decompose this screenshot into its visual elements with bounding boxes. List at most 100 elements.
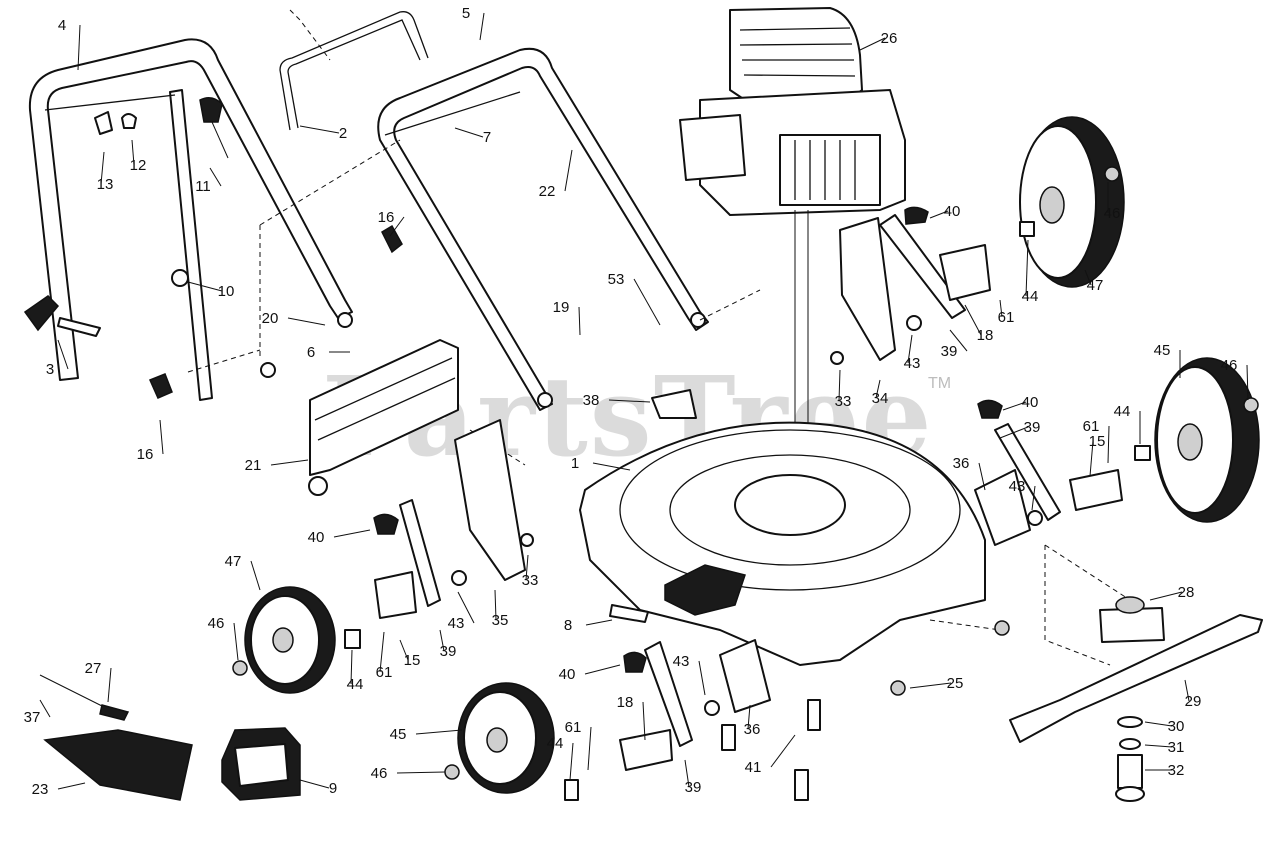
callout-leader [57, 782, 86, 790]
part-number-label: 35 [492, 612, 509, 629]
callout-leader [907, 334, 913, 364]
part-number-label: 38 [583, 392, 600, 409]
callout-leader [585, 619, 613, 626]
callout-leader [633, 278, 661, 326]
part-number-label: 47 [225, 553, 242, 570]
part-number-label: 39 [941, 343, 958, 360]
callout-leader [233, 622, 239, 661]
part-number-label: 19 [553, 299, 570, 316]
callout-leader [525, 554, 529, 581]
part-number-label: 61 [376, 664, 393, 681]
part-number-label: 12 [130, 157, 147, 174]
part-number-label: 33 [522, 572, 539, 589]
part-number-label: 43 [673, 653, 690, 670]
part-number-label: 20 [262, 310, 279, 327]
part-number-label: 18 [977, 327, 994, 344]
callout-leader [999, 299, 1003, 318]
callout-leader [299, 779, 330, 789]
part-number-label: 36 [953, 455, 970, 472]
part-number-label: 36 [744, 721, 761, 738]
watermark-trademark: TM [928, 375, 951, 392]
part-number-label: 29 [1185, 693, 1202, 710]
callout-leader [1089, 440, 1094, 477]
part-number-label: 37 [24, 709, 41, 726]
part-number-label: 2 [339, 125, 347, 142]
part-number-label: 10 [218, 283, 235, 300]
callout-leader [964, 304, 982, 336]
part-number-label: 31 [1168, 739, 1185, 756]
part-number-label: 53 [608, 271, 625, 288]
part-number-label: 11 [195, 178, 211, 195]
callout-leader [698, 660, 706, 696]
callout-leader [564, 149, 573, 192]
callout-leader [299, 125, 340, 134]
lower-handle [377, 47, 709, 411]
callout-leader [587, 726, 592, 771]
callout-leader [978, 462, 986, 491]
callout-leader [350, 649, 353, 685]
part-callouts: 1234567891011121315151616181819202122232… [24, 5, 1249, 798]
part-number-label: 23 [32, 781, 49, 798]
callout-leader [415, 729, 463, 735]
part-number-label: 44 [1022, 288, 1039, 305]
callout-leader [209, 167, 222, 187]
wheel-right-rear [1019, 116, 1125, 288]
part-number-label: 40 [559, 666, 576, 683]
part-number-label: 27 [85, 660, 102, 677]
callout-leader [1031, 485, 1036, 511]
part-number-label: 7 [483, 129, 491, 146]
part-number-label: 4 [58, 17, 66, 34]
blade-assembly [890, 596, 1263, 802]
callout-leader [999, 426, 1029, 439]
part-number-label: 9 [329, 780, 337, 797]
callout-leader [399, 639, 409, 661]
control-bail [279, 9, 429, 131]
callout-leader [569, 742, 574, 781]
part-number-label: 25 [947, 675, 964, 692]
height-adjusters [373, 206, 1123, 771]
part-number-label: 18 [617, 694, 634, 711]
wheel-left-rear [244, 586, 336, 694]
part-number-label: 46 [371, 765, 388, 782]
part-number-label: 44 [547, 735, 564, 752]
callout-leader [494, 589, 497, 621]
callout-leader [838, 369, 841, 402]
part-number-label: 30 [1168, 718, 1185, 735]
callout-leader [389, 216, 405, 237]
part-number-label: 16 [137, 446, 154, 463]
callout-leader [479, 12, 485, 41]
callout-leader [1025, 239, 1029, 297]
part-number-label: 39 [685, 779, 702, 796]
callout-leader [250, 560, 261, 591]
callout-leader [608, 399, 651, 403]
callout-leader [584, 664, 621, 675]
part-number-label: 43 [904, 355, 921, 372]
wheel-right-front [1154, 357, 1260, 523]
callout-leader [77, 24, 81, 71]
part-number-label: 61 [1083, 418, 1100, 435]
mower-deck [579, 421, 986, 666]
part-number-label: 16 [378, 209, 395, 226]
part-number-label: 47 [1087, 277, 1104, 294]
part-number-label: 28 [1178, 584, 1195, 601]
part-number-label: 44 [347, 676, 364, 693]
part-number-label: 15 [1089, 433, 1106, 450]
part-number-label: 34 [872, 390, 889, 407]
callout-leader [187, 281, 223, 292]
callout-leader [1149, 591, 1183, 601]
callout-leader [592, 462, 631, 471]
callout-leader [333, 529, 371, 538]
callout-leader [1246, 364, 1249, 401]
callout-leader [439, 629, 445, 652]
part-number-label: 40 [308, 529, 325, 546]
part-number-label: 3 [46, 361, 54, 378]
callout-leader [454, 127, 484, 138]
part-number-label: 46 [1221, 357, 1238, 374]
handle-hardware [23, 97, 403, 399]
callout-leader [747, 704, 751, 730]
part-number-label: 39 [440, 643, 457, 660]
part-number-label: 13 [97, 176, 114, 193]
part-number-label: 1 [571, 455, 579, 472]
part-number-label: 61 [998, 309, 1015, 326]
